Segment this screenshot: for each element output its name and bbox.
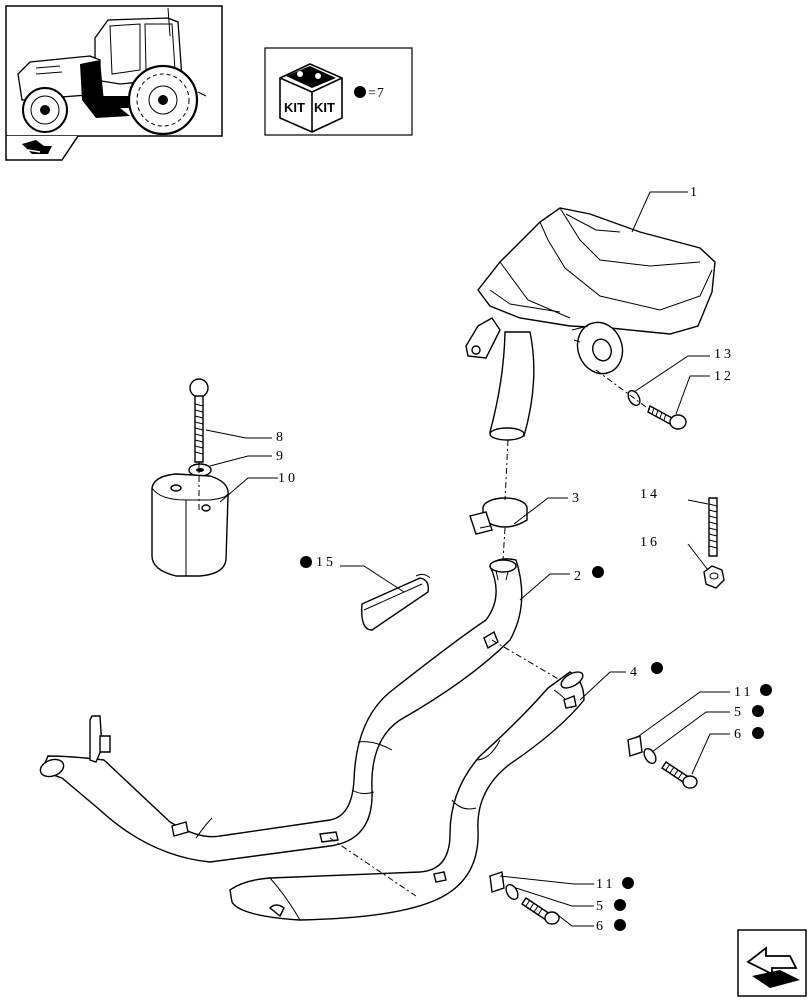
leader-lines (205, 191, 730, 927)
callout-6-upper: 6 (734, 727, 744, 742)
muffler-part (465, 207, 716, 441)
kit-box-icon: KIT KIT (279, 63, 343, 133)
axis-line-2-4 (491, 639, 561, 681)
stud-part-14 (708, 497, 718, 557)
spacer-block-part-10 (151, 473, 229, 577)
callout-3: 3 (572, 491, 582, 506)
callout-6-lower: 6 (596, 919, 606, 934)
exhaust-pipe-part-4 (229, 671, 585, 921)
callout-14: 14 (640, 487, 660, 502)
axis-line-1-3 (504, 439, 509, 501)
callout-15-marker (300, 556, 312, 568)
callout-8: 8 (276, 430, 286, 445)
axis-line-3-2 (502, 527, 506, 561)
callout-9: 9 (276, 449, 286, 464)
kit-label-left: KIT (284, 100, 305, 115)
callout-4: 4 (630, 665, 640, 680)
fastener-group-upper (627, 735, 698, 789)
callout-10: 10 (278, 471, 298, 486)
callout-5-upper: 5 (734, 705, 744, 720)
exhaust-pipe-part-2 (39, 558, 523, 863)
kit-label-right: KIT (314, 100, 335, 115)
kit-marker-dot (354, 86, 366, 98)
callout-12: 12 (714, 369, 734, 384)
callout-6-lower-marker (614, 919, 626, 931)
next-page-arrow-icon[interactable] (737, 929, 807, 997)
clamp-part (469, 497, 528, 535)
axis-line-2-4-lower (329, 837, 417, 897)
callout-13: 13 (714, 347, 734, 362)
bolt-part-8 (189, 378, 209, 463)
callout-11-upper-marker (760, 684, 772, 696)
callout-5-lower: 5 (596, 899, 606, 914)
callout-5-upper-marker (752, 705, 764, 717)
callout-11-lower: 11 (596, 877, 615, 892)
callout-11-upper: 11 (734, 685, 753, 700)
callout-6-upper-marker (752, 727, 764, 739)
callout-5-lower-marker (614, 899, 626, 911)
kit-legend: KIT KIT =7 (264, 47, 413, 136)
nut-part-16 (703, 565, 725, 589)
callout-labels: 1 2 3 4 8 9 10 12 13 14 15 16 11 5 6 11 … (276, 185, 772, 934)
bolt-part-12 (647, 404, 687, 430)
callout-16: 16 (640, 535, 660, 550)
section-arrow-icon[interactable] (5, 135, 79, 161)
callout-4-marker (651, 662, 663, 674)
callout-1: 1 (690, 185, 700, 200)
callout-2-marker (592, 566, 604, 578)
fastener-group-lower (489, 871, 560, 925)
kit-equals-label: =7 (368, 86, 385, 101)
axis-line-12 (595, 369, 651, 411)
heat-shield-part-15 (361, 573, 431, 631)
callout-2: 2 (574, 569, 584, 584)
tractor-thumbnail-icon[interactable] (5, 5, 223, 137)
callout-11-lower-marker (622, 877, 634, 889)
callout-15: 15 (316, 555, 336, 570)
washer-part-9 (188, 463, 212, 477)
